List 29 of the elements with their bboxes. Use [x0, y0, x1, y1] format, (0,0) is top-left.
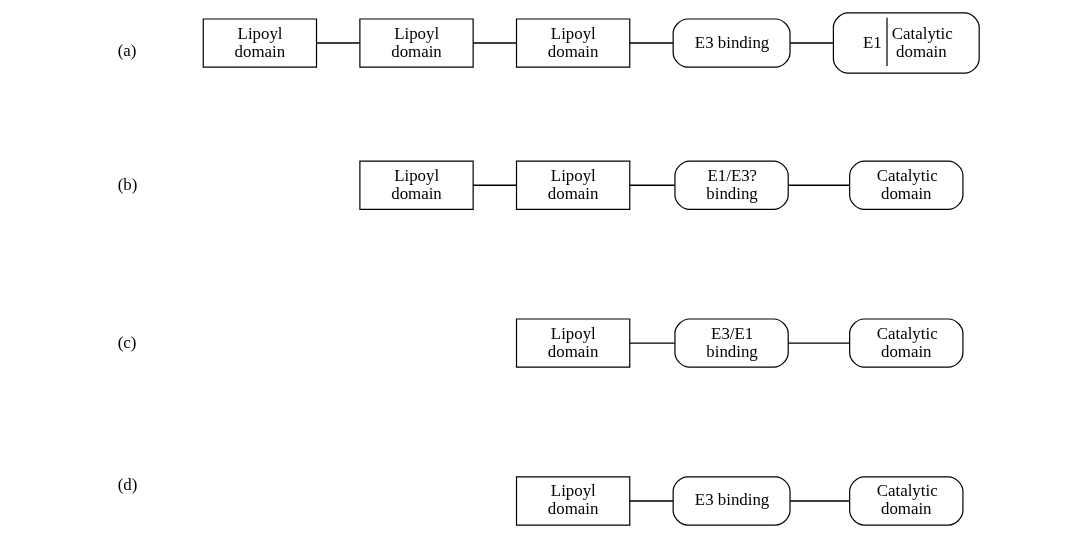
connector [629, 500, 674, 502]
connector [787, 342, 850, 344]
node-box: E1/E3? binding [674, 160, 789, 210]
node-box: Catalytic domain [849, 160, 964, 210]
node-box: E3/E1 binding [674, 318, 789, 368]
node-box: Lipoyl domain [359, 160, 474, 210]
label: (d) [117, 474, 138, 494]
connector [787, 184, 850, 186]
connector [472, 42, 518, 44]
label: (a) [117, 40, 137, 60]
node-box: Lipoyl domain [515, 476, 631, 526]
node-box: Lipoyl domain [202, 18, 318, 68]
connector [629, 342, 676, 344]
node-box: Lipoyl domain [515, 160, 631, 210]
node-box: Lipoyl domain [515, 318, 631, 368]
node-box: Catalytic domain [849, 476, 964, 526]
node-box: E3 binding [672, 18, 791, 68]
node-box: E3 binding [672, 476, 791, 526]
node-box: Catalytic domain [849, 318, 964, 368]
node-box: Lipoyl domain [359, 18, 474, 68]
connector [789, 500, 850, 502]
connector [472, 184, 518, 186]
connector [629, 42, 674, 44]
label: (c) [117, 332, 137, 352]
connector [629, 184, 676, 186]
node-box: Lipoyl domain [515, 18, 631, 68]
connector [789, 42, 834, 44]
label: (b) [117, 174, 138, 194]
connector [316, 42, 361, 44]
